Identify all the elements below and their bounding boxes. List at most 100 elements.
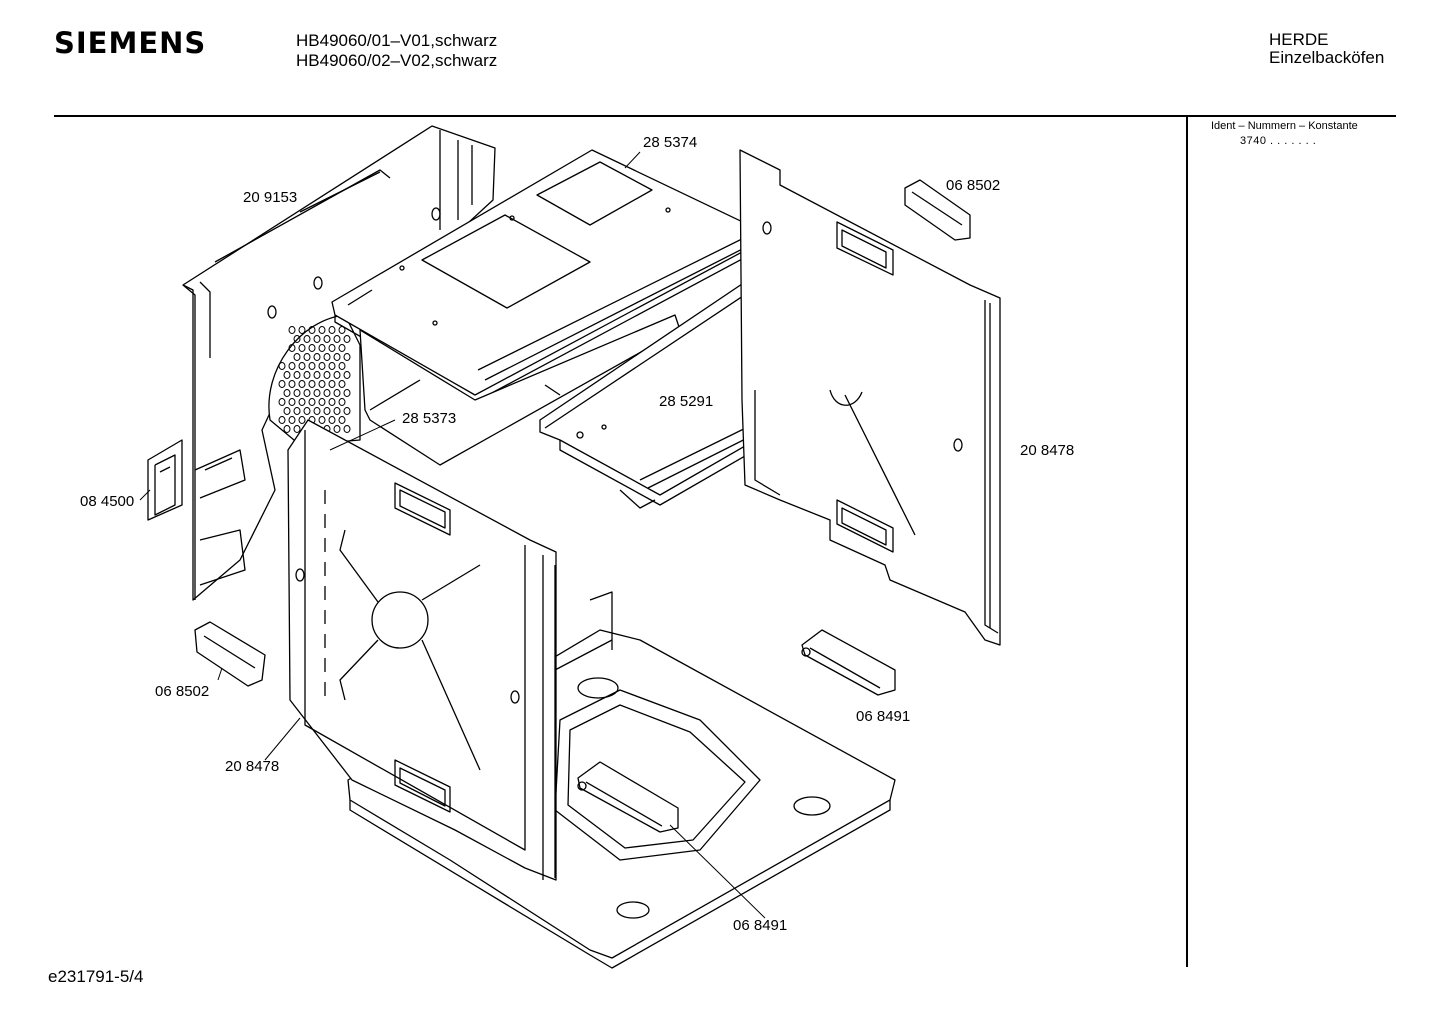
category-line-2: Einzelbacköfen xyxy=(1269,48,1385,67)
grille-hole xyxy=(323,335,331,343)
grille-hole xyxy=(338,398,346,406)
grille-hole xyxy=(328,416,336,424)
grille-hole xyxy=(298,380,306,388)
grille-hole xyxy=(283,407,291,415)
header-divider xyxy=(54,115,1396,117)
grille-hole xyxy=(308,344,316,352)
grille-hole xyxy=(343,425,351,433)
grille-hole xyxy=(288,344,296,352)
grille-hole xyxy=(318,344,326,352)
grille-hole xyxy=(318,398,326,406)
grille-hole xyxy=(333,389,341,397)
grille-hole xyxy=(288,326,296,334)
grille-hole xyxy=(313,389,321,397)
grille-hole xyxy=(333,371,341,379)
grille-hole xyxy=(278,362,286,370)
right-handle xyxy=(904,179,971,241)
part-label-bottom-bracket: 06 8491 xyxy=(733,917,787,934)
left-handle xyxy=(194,621,266,687)
grille-hole xyxy=(328,380,336,388)
left-connector xyxy=(147,439,246,521)
grille-hole xyxy=(283,425,291,433)
grille-hole xyxy=(298,344,306,352)
grille-hole xyxy=(278,398,286,406)
left-back-panel xyxy=(182,125,496,601)
bottom-bracket xyxy=(577,761,679,833)
category-line-1: HERDE xyxy=(1269,30,1329,49)
grille-hole xyxy=(293,425,301,433)
grille-hole xyxy=(323,353,331,361)
grille-hole xyxy=(343,389,351,397)
part-label-inner-top: 28 5373 xyxy=(402,410,456,427)
part-label-left-back-panel: 20 9153 xyxy=(243,189,297,206)
grille-hole xyxy=(308,398,316,406)
grille-hole xyxy=(293,353,301,361)
grille-hole xyxy=(303,335,311,343)
part-label-right-bracket: 06 8491 xyxy=(856,708,910,725)
grille-hole xyxy=(333,335,341,343)
grille-hole xyxy=(328,326,336,334)
drawing-code: e231791-5/4 xyxy=(48,967,144,986)
grille-hole xyxy=(298,398,306,406)
grille-hole xyxy=(343,335,351,343)
part-label-left-handle: 06 8502 xyxy=(155,683,209,700)
grille-hole xyxy=(313,407,321,415)
grille-hole xyxy=(293,371,301,379)
grille-hole xyxy=(323,407,331,415)
leader-lines xyxy=(139,151,766,919)
grille-hole xyxy=(313,371,321,379)
part-label-left-side-panel: 20 8478 xyxy=(225,758,279,775)
ident-value: 3740 . . . . . . . xyxy=(1240,135,1317,147)
grille-hole xyxy=(303,353,311,361)
grille-hole xyxy=(293,389,301,397)
grille-hole xyxy=(288,380,296,388)
part-label-rail-plate: 28 5291 xyxy=(659,393,713,410)
grille-hole xyxy=(278,416,286,424)
right-side-panel xyxy=(739,149,1001,646)
grille-hole xyxy=(333,353,341,361)
grille-hole xyxy=(308,380,316,388)
grille-hole xyxy=(328,344,336,352)
grille-hole xyxy=(303,389,311,397)
grille-hole xyxy=(343,407,351,415)
part-label-top-cover: 28 5374 xyxy=(643,134,697,151)
part-label-left-connector: 08 4500 xyxy=(80,493,134,510)
grille-hole xyxy=(318,416,326,424)
right-bracket xyxy=(801,629,896,696)
brand-logo: SIEMENS xyxy=(54,26,207,60)
grille-hole xyxy=(313,335,321,343)
grille-hole xyxy=(338,344,346,352)
grille-hole xyxy=(318,326,326,334)
grille-hole xyxy=(308,362,316,370)
grille-hole xyxy=(288,362,296,370)
grille-hole xyxy=(313,353,321,361)
part-label-right-handle: 06 8502 xyxy=(946,177,1000,194)
model-line-2: HB49060/02–V02,schwarz xyxy=(296,51,498,70)
grille-hole xyxy=(318,362,326,370)
grille-hole xyxy=(303,407,311,415)
grille-hole xyxy=(343,371,351,379)
grille-hole xyxy=(288,416,296,424)
grille-hole xyxy=(323,371,331,379)
grille-hole xyxy=(298,416,306,424)
grille-hole xyxy=(283,371,291,379)
inner-top xyxy=(359,314,681,466)
part-label-right-side-panel: 20 8478 xyxy=(1020,442,1074,459)
grille-hole xyxy=(308,326,316,334)
grille-hole xyxy=(333,425,341,433)
model-line-1: HB49060/01–V01,schwarz xyxy=(296,31,498,50)
grille-hole xyxy=(323,389,331,397)
grille-hole xyxy=(298,326,306,334)
left-side-panel xyxy=(287,419,557,881)
sidebar-divider xyxy=(1186,117,1188,967)
grille-hole xyxy=(328,398,336,406)
fan-grille xyxy=(268,314,361,446)
grille-hole xyxy=(328,362,336,370)
ident-heading: Ident – Nummern – Konstante xyxy=(1211,120,1358,132)
grille-hole xyxy=(303,371,311,379)
grille-hole xyxy=(338,362,346,370)
grille-hole xyxy=(298,362,306,370)
grille-hole xyxy=(288,398,296,406)
grille-hole xyxy=(338,416,346,424)
